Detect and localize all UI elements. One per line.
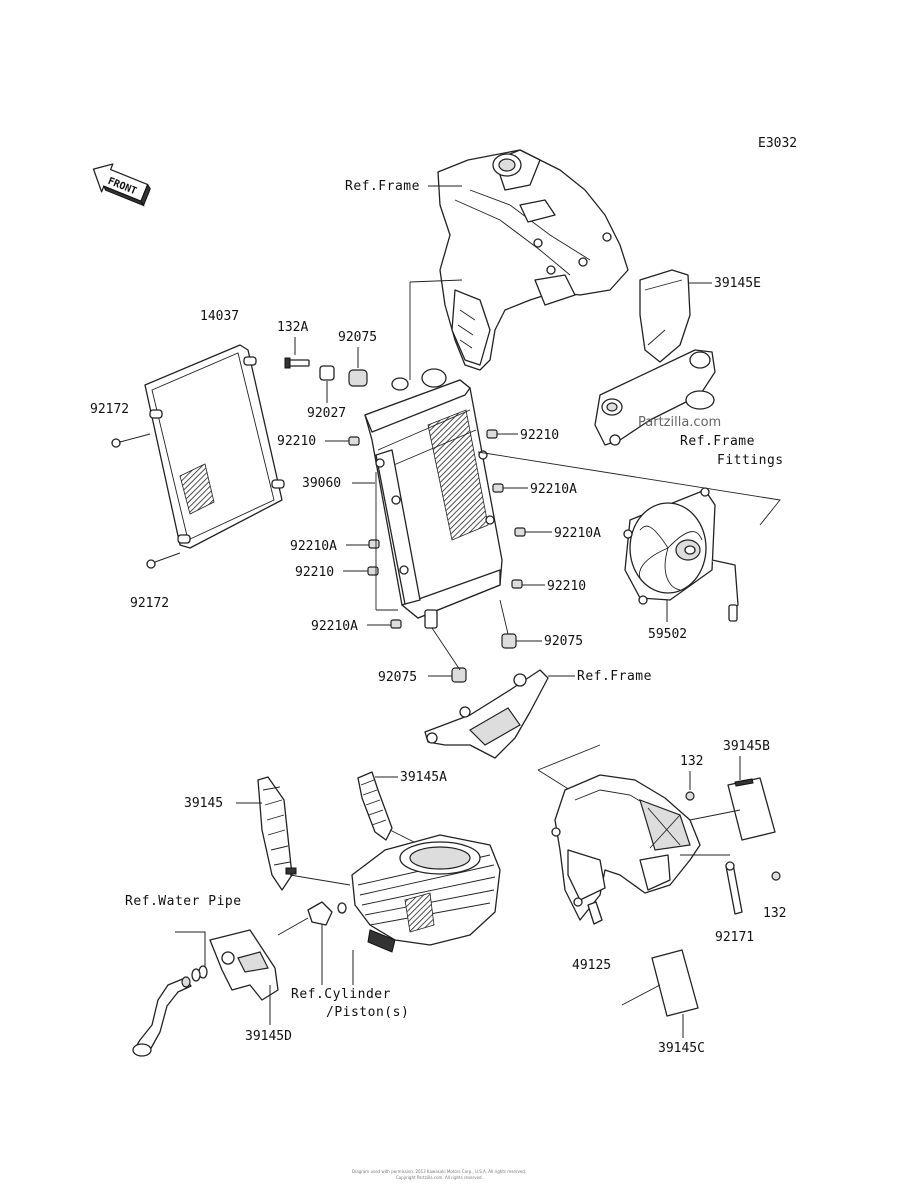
label-ref-frame-fittings-1: Ref.Frame — [680, 434, 755, 449]
leader-water-pipe — [175, 931, 206, 968]
frame-part — [437, 149, 629, 371]
label-ref-cylinder-2: /Piston(s) — [326, 1005, 409, 1020]
pad-39145C — [651, 949, 699, 1017]
radiator-screen-14037 — [144, 344, 285, 549]
diagram-code: E3032 — [758, 136, 797, 151]
label-14037: 14037 — [200, 309, 239, 324]
label-39145D: 39145D — [245, 1029, 292, 1044]
label-39145C: 39145C — [658, 1041, 705, 1056]
shroud-49125 — [551, 774, 701, 925]
nut-92210-left-1 — [348, 436, 360, 446]
front-arrow-icon: FRONT — [92, 163, 151, 207]
cylinder-part — [351, 834, 501, 953]
label-39145B: 39145B — [723, 739, 770, 754]
water-pipe-part — [132, 965, 208, 1057]
label-132A: 132A — [277, 320, 308, 335]
radiator-39060 — [364, 368, 503, 629]
bolt-132-bottom — [771, 871, 781, 881]
relation-line — [431, 627, 461, 671]
nut-92210-right-2 — [511, 579, 523, 589]
relation-line — [621, 984, 661, 1006]
bolt-92172-bottom — [146, 552, 181, 569]
label-92210A-right-2: 92210A — [554, 526, 601, 541]
relation-line — [537, 744, 601, 771]
label-92210A-left-2: 92210A — [311, 619, 358, 634]
label-92210-left-2: 92210 — [295, 565, 334, 580]
cover-39145D — [209, 929, 279, 1001]
label-92075-left: 92075 — [378, 670, 417, 685]
relation-line — [689, 809, 741, 821]
frame-fittings-part — [594, 349, 716, 446]
water-fitting-part — [307, 901, 347, 926]
label-92171: 92171 — [715, 930, 754, 945]
label-39145E: 39145E — [714, 276, 761, 291]
label-ref-cylinder-1: Ref.Cylinder — [291, 987, 391, 1002]
relation-line — [499, 599, 509, 635]
label-ref-water-pipe: Ref.Water Pipe — [125, 894, 242, 909]
footer-line-1: Diagram used with permission. 2013 Kawas… — [352, 1169, 526, 1174]
label-92210-right-2: 92210 — [547, 579, 586, 594]
bolt-132A — [284, 357, 310, 369]
clip-92171 — [725, 861, 743, 915]
label-92075-top: 92075 — [338, 330, 377, 345]
label-92172-bottom: 92172 — [130, 596, 169, 611]
label-92172-top: 92172 — [90, 402, 129, 417]
pad-39145B — [727, 777, 776, 841]
label-39060: 39060 — [302, 476, 341, 491]
label-ref-frame-top: Ref.Frame — [345, 179, 420, 194]
label-92210A-left-1: 92210A — [290, 539, 337, 554]
pad-39145 — [257, 776, 297, 891]
lower-bracket-part — [424, 669, 549, 759]
label-92210-right-1: 92210 — [520, 428, 559, 443]
watermark: Partzilla.com — [638, 415, 721, 430]
label-ref-frame-mid: Ref.Frame — [577, 669, 652, 684]
label-132-bottom: 132 — [763, 906, 786, 921]
fan-59502 — [623, 487, 739, 622]
relation-line — [537, 769, 571, 791]
nut-92210A-left-1 — [368, 539, 380, 549]
collar-92027 — [319, 365, 335, 381]
label-ref-frame-fittings-2: Fittings — [717, 453, 784, 468]
label-92027: 92027 — [307, 406, 346, 421]
nut-92210A-left-2 — [390, 619, 402, 629]
bolt-132-top — [685, 791, 695, 801]
relation-line — [277, 917, 309, 936]
label-39145: 39145 — [184, 796, 223, 811]
footer-line-2: Copyright Partzilla.com. All rights rese… — [396, 1175, 483, 1180]
grommet-92075-left — [451, 667, 467, 683]
grommet-92075-right — [501, 633, 517, 649]
guard-39145E — [639, 269, 691, 363]
label-132-top: 132 — [680, 754, 703, 769]
nut-92210-left-2 — [367, 566, 379, 576]
label-59502: 59502 — [648, 627, 687, 642]
label-92075-right: 92075 — [544, 634, 583, 649]
nut-92210A-right-2 — [514, 527, 526, 537]
label-39145A: 39145A — [400, 770, 447, 785]
relation-line — [409, 279, 463, 283]
nut-92210-right-1 — [486, 429, 498, 439]
label-49125: 49125 — [572, 958, 611, 973]
bolt-92172-top — [111, 433, 151, 448]
grommet-92075-top — [348, 369, 368, 387]
relation-line — [477, 451, 781, 526]
nut-92210A-right-1 — [492, 483, 504, 493]
pad-39145A — [357, 771, 393, 841]
label-92210A-right-1: 92210A — [530, 482, 577, 497]
label-92210-left-1: 92210 — [277, 434, 316, 449]
relation-line — [289, 874, 351, 886]
